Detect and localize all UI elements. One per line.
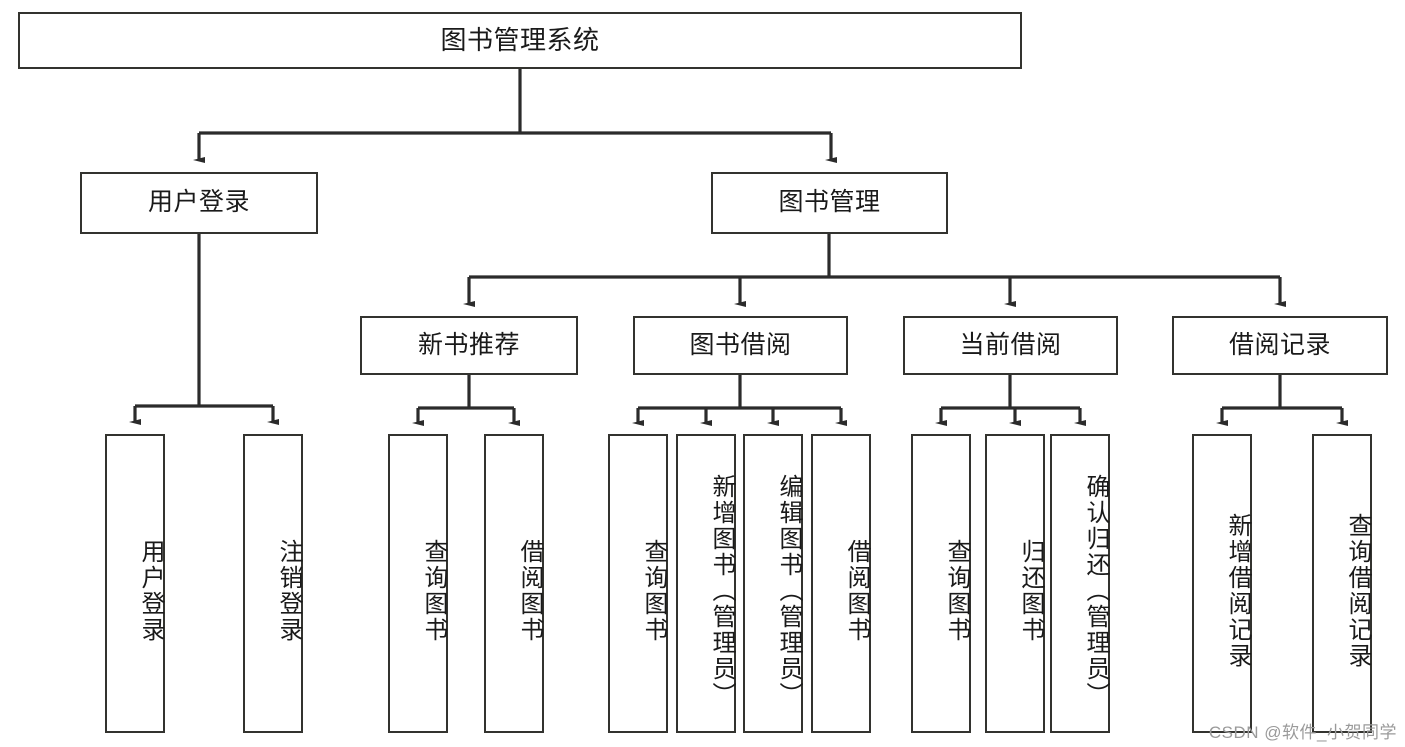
node-book-borrow[interactable]: 图书借阅	[633, 316, 848, 375]
node-user-login[interactable]: 用户登录	[80, 172, 318, 234]
node-leaf-return-book[interactable]: 归还图书	[985, 434, 1045, 733]
node-leaf-query-book[interactable]: 查询图书	[608, 434, 668, 733]
node-leaf-borrow-book[interactable]: 借阅图书	[811, 434, 871, 733]
node-leaf-user-login[interactable]: 用户登录	[105, 434, 165, 733]
node-leaf-add-record[interactable]: 新增借阅记录	[1192, 434, 1252, 733]
node-leaf-borrow-book-label: 借阅图书	[843, 538, 870, 643]
node-new-book-rec-label: 新书推荐	[417, 330, 520, 359]
node-leaf-return-book-label: 归还图书	[1017, 538, 1044, 643]
node-leaf-user-logout-label: 注销登录	[275, 538, 302, 643]
watermark-text: CSDN @软件_小贺同学	[1208, 723, 1397, 742]
node-borrow-record[interactable]: 借阅记录	[1172, 316, 1388, 375]
node-leaf-query-book-cur-label: 查询图书	[943, 538, 970, 643]
node-leaf-user-logout[interactable]: 注销登录	[243, 434, 303, 733]
node-leaf-edit-book-label: 编辑图书（管理员）	[775, 473, 802, 708]
node-current-borrow-label: 当前借阅	[959, 330, 1062, 359]
node-leaf-add-record-label: 新增借阅记录	[1224, 512, 1251, 669]
node-leaf-query-book-cur[interactable]: 查询图书	[911, 434, 971, 733]
node-leaf-confirm-return[interactable]: 确认归还（管理员）	[1050, 434, 1110, 733]
node-root-label: 图书管理系统	[440, 25, 600, 56]
node-leaf-user-login-label: 用户登录	[137, 538, 164, 643]
node-new-book-rec[interactable]: 新书推荐	[360, 316, 578, 375]
node-leaf-query-book-rec-label: 查询图书	[420, 538, 447, 643]
node-leaf-borrow-book-rec[interactable]: 借阅图书	[484, 434, 544, 733]
node-leaf-borrow-book-rec-label: 借阅图书	[516, 538, 543, 643]
node-leaf-confirm-return-label: 确认归还（管理员）	[1082, 473, 1109, 708]
node-leaf-query-record[interactable]: 查询借阅记录	[1312, 434, 1372, 733]
node-leaf-add-book[interactable]: 新增图书（管理员）	[676, 434, 736, 733]
node-leaf-query-book-label: 查询图书	[640, 538, 667, 643]
node-user-login-label: 用户登录	[147, 188, 250, 217]
node-leaf-query-record-label: 查询借阅记录	[1344, 512, 1371, 669]
node-leaf-query-book-rec[interactable]: 查询图书	[388, 434, 448, 733]
node-book-manage-label: 图书管理	[778, 188, 881, 217]
node-leaf-add-book-label: 新增图书（管理员）	[708, 473, 735, 708]
node-borrow-record-label: 借阅记录	[1228, 330, 1331, 359]
node-book-borrow-label: 图书借阅	[689, 330, 792, 359]
node-root[interactable]: 图书管理系统	[18, 12, 1022, 69]
node-leaf-edit-book[interactable]: 编辑图书（管理员）	[743, 434, 803, 733]
node-current-borrow[interactable]: 当前借阅	[903, 316, 1118, 375]
node-book-manage[interactable]: 图书管理	[711, 172, 948, 234]
